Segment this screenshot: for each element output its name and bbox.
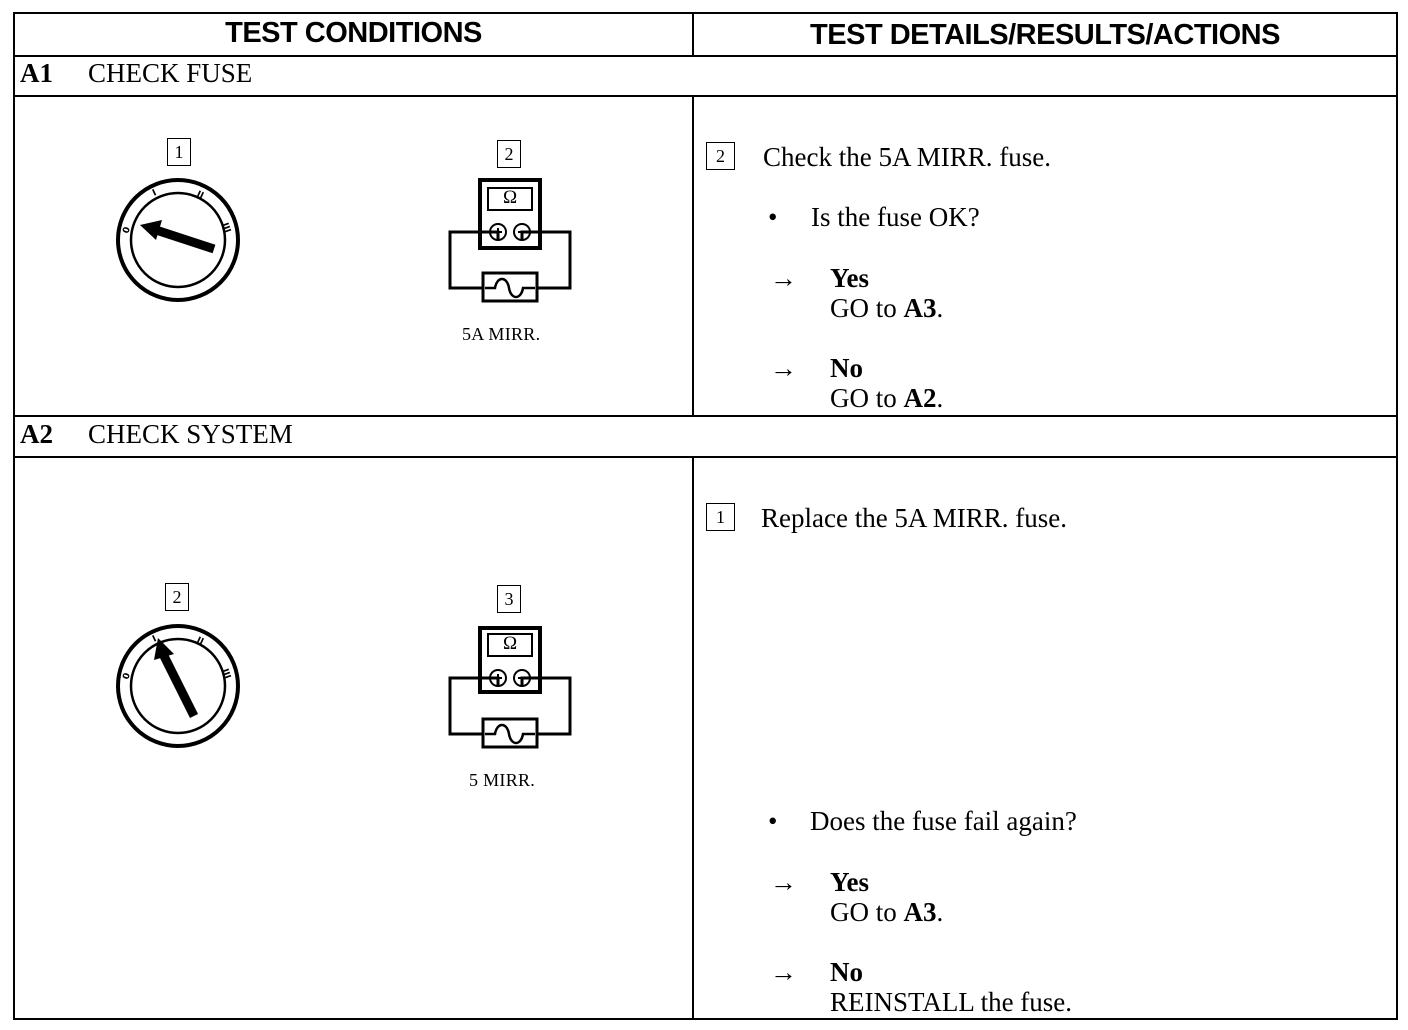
action-text: GO to <box>830 293 904 323</box>
action-target: A2 <box>903 383 937 413</box>
section-id: A2 <box>20 419 53 449</box>
ignition-mark-2: II <box>195 636 205 648</box>
instruction-text: Check the 5A MIRR. fuse. <box>763 142 1051 172</box>
result-answer: Yes <box>830 263 869 293</box>
arrow-icon: → <box>770 353 797 383</box>
action-text: GO to <box>830 897 904 927</box>
result-action: REINSTALL the fuse. <box>830 987 1072 1017</box>
diagram-step-box: 2 <box>497 140 521 168</box>
result-answer: Yes <box>830 867 869 897</box>
result-action: GO to A3. <box>830 897 943 927</box>
diagram-step-box: 3 <box>497 585 521 613</box>
question-text: Is the fuse OK? <box>811 202 980 232</box>
step-number-box: 2 <box>706 142 735 170</box>
result-action: GO to A2. <box>830 383 943 413</box>
arrow-icon: → <box>770 957 797 987</box>
ohmmeter-icon <box>448 178 572 303</box>
ignition-mark-0: 0 <box>121 226 133 235</box>
action-suffix: . <box>936 293 944 323</box>
fuse-label: 5 MIRR. <box>469 770 536 790</box>
arrow-icon: → <box>770 263 797 293</box>
action-target: A3 <box>903 897 937 927</box>
ignition-switch-icon: 0 I II III <box>116 624 240 748</box>
ignition-mark-1: I <box>151 634 158 644</box>
ohm-symbol: Ω <box>502 633 518 654</box>
instruction-text: Replace the 5A MIRR. fuse. <box>761 503 1067 533</box>
bullet: • <box>768 806 778 836</box>
fuse-label: 5A MIRR. <box>462 324 541 344</box>
ignition-mark-3: III <box>219 222 232 235</box>
action-text: GO to <box>830 383 904 413</box>
ignition-switch-icon: 0 I II III <box>116 178 240 302</box>
action-suffix: . <box>936 383 944 413</box>
result-answer: No <box>830 957 863 987</box>
ignition-mark-1: I <box>151 188 158 198</box>
action-target: A3 <box>903 293 937 323</box>
ignition-mark-0: 0 <box>121 672 133 681</box>
result-answer: No <box>830 353 863 383</box>
ohmmeter-icon <box>448 626 572 749</box>
section-title: CHECK FUSE <box>88 58 253 88</box>
action-text: REINSTALL the fuse. <box>830 987 1073 1017</box>
step-number-box: 1 <box>706 503 735 531</box>
action-suffix: . <box>936 897 944 927</box>
bullet: • <box>768 202 778 232</box>
arrow-icon: → <box>770 867 797 897</box>
ignition-mark-3: III <box>219 668 232 681</box>
section-a1-title: A1 CHECK FUSE <box>20 58 252 89</box>
header-test-conditions: TEST CONDITIONS <box>225 17 482 49</box>
section-a2-title: A2 CHECK SYSTEM <box>20 419 293 450</box>
section-title: CHECK SYSTEM <box>88 419 293 449</box>
header-test-details: TEST DETAILS/RESULTS/ACTIONS <box>810 19 1280 51</box>
section-id: A1 <box>20 58 53 88</box>
ignition-mark-2: II <box>195 190 205 202</box>
diagram-step-box: 2 <box>165 583 189 611</box>
result-action: GO to A3. <box>830 293 943 323</box>
diagram-step-box: 1 <box>167 138 191 166</box>
question-text: Does the fuse fail again? <box>810 806 1077 836</box>
ohm-symbol: Ω <box>502 187 518 208</box>
